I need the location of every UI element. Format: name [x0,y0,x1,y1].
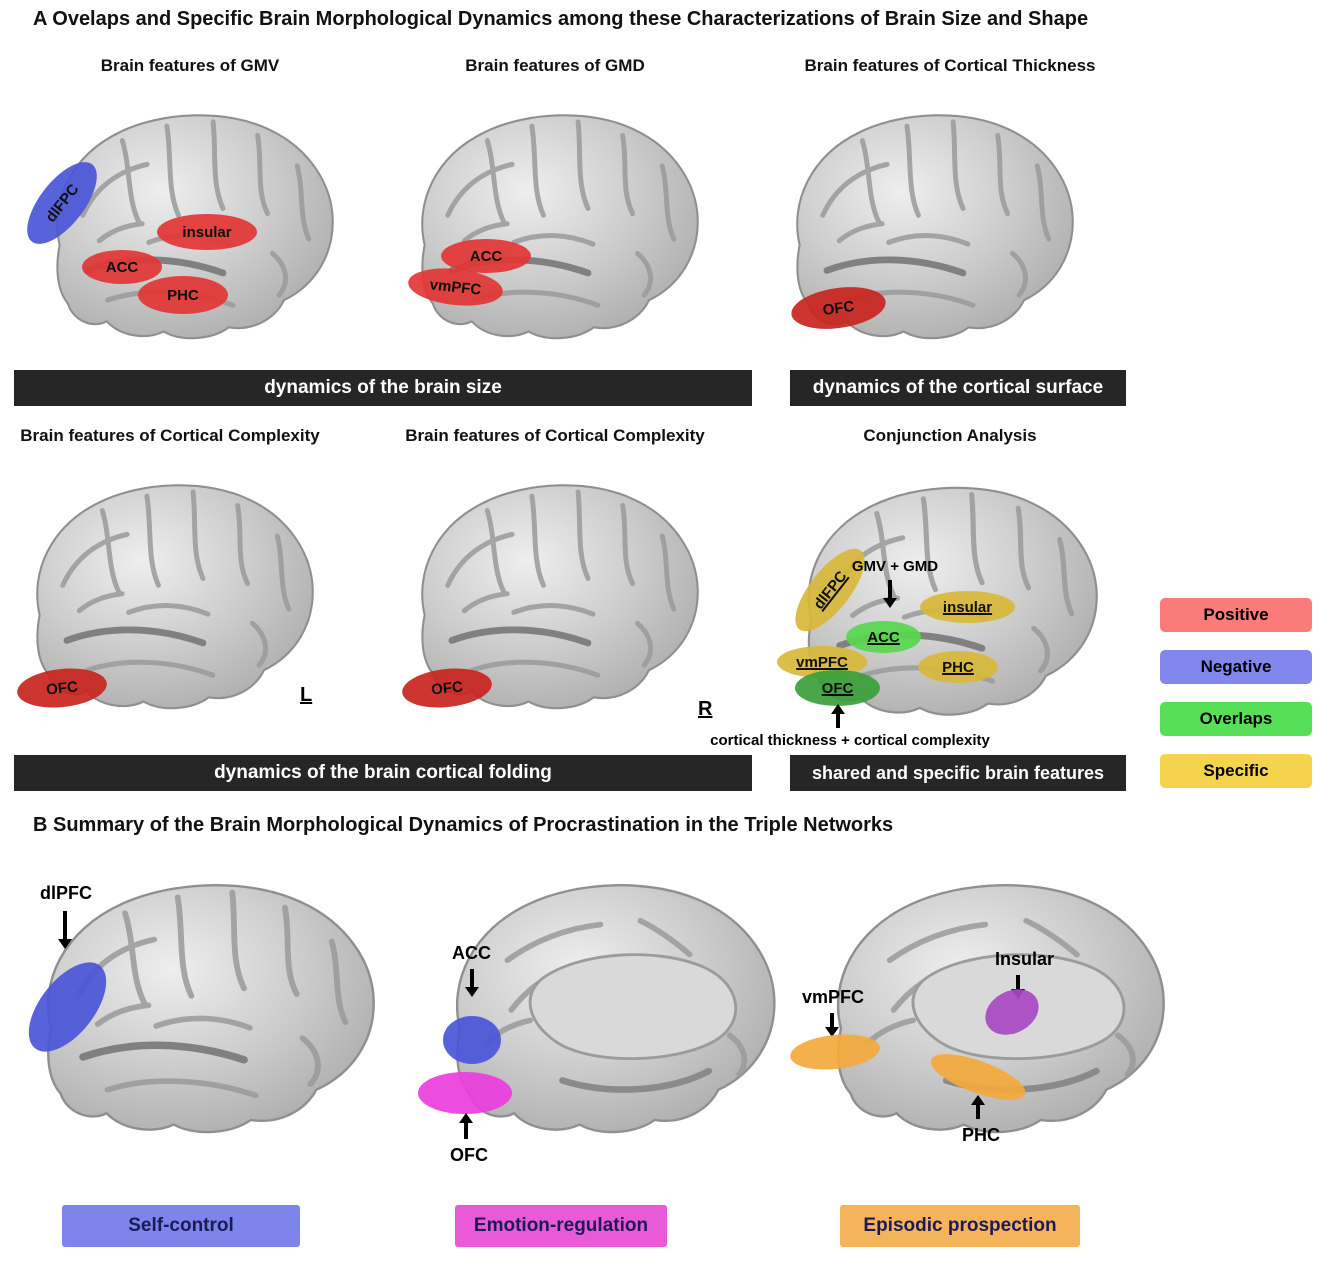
region-ellipse-acc: ACC [846,621,921,653]
arrow-up-icon [836,714,840,728]
legend-item-positive: Positive [1160,598,1312,632]
hemisphere-label-left: L [300,684,313,706]
region-ellipse-acc: ACC [82,250,162,284]
region-label: OFC [430,677,464,699]
region-ellipse-phc: PHC [138,276,228,314]
region-label-insular: Insular [995,949,1055,969]
arrow-down-icon [1016,975,1020,989]
region-label: insular [942,598,993,616]
region-label: ACC [105,258,139,276]
panel-title-complexity-l: Brain features of Cortical Complexity [20,426,320,445]
panel-title-gmv: Brain features of GMV [100,56,280,75]
arrow-down-icon [830,1013,834,1027]
brain-panel-emotion-regulation: ACC OFC [418,855,800,1165]
legend-item-negative: Negative [1160,650,1312,684]
network-box-episodic-prospection: Episodic prospection [840,1205,1080,1247]
panel-title-thickness: Brain features of Cortical Thickness [804,56,1096,75]
region-label-phc: PHC [962,1125,1001,1145]
region-ellipse-acc: ACC [441,239,531,273]
annotation-thickness-complexity: cortical thickness + cortical complexity [710,732,990,749]
region-label: OFC [821,297,856,319]
region-label: PHC [167,286,199,304]
caption-bar-brain-size: dynamics of the brain size [14,370,752,406]
brain-panel-episodic-prospection: vmPFC Insular PHC [788,855,1190,1165]
region-label-acc: ACC [452,943,491,963]
region-ellipse-phc: PHC [918,651,998,683]
panel-title-gmd: Brain features of GMD [465,56,645,75]
brain-panel-conjunction: dlFPC insular ACC vmPFC PHC OFC GMV + GM… [710,460,1120,749]
region-ellipse-acc [443,1016,501,1064]
brain-panel-thickness: OFC [765,88,1095,368]
caption-bar-cortical-surface: dynamics of the cortical surface [790,370,1126,406]
region-ellipse-ofc: OFC [795,670,880,706]
region-label: dlFPC [41,180,83,226]
arrow-down-icon [470,969,474,987]
brain-medial-illustration [420,855,800,1165]
network-box-self-control: Self-control [62,1205,300,1247]
arrow-down-icon [888,580,892,598]
region-label: insular [182,223,232,241]
region-ellipse-ofc [418,1072,512,1114]
region-label: ACC [867,628,900,646]
panel-title-conjunction: Conjunction Analysis [863,426,1037,445]
annotation-gmv-gmd: GMV + GMD [851,558,939,575]
region-label: vmPFC [428,275,483,299]
region-label-vmpfc: vmPFC [802,987,865,1007]
region-label-ofc: OFC [450,1145,488,1165]
region-label-dlpfc: dlPFC [40,883,92,903]
region-ellipse-insular: insular [920,591,1015,623]
brain-panel-gmd: ACC vmPFC [390,88,720,368]
caption-bar-cortical-folding: dynamics of the brain cortical folding [14,755,752,791]
section-a-heading: A Ovelaps and Specific Brain Morphologic… [33,8,1089,30]
caption-bar-shared-specific: shared and specific brain features [790,755,1126,791]
region-label: PHC [942,658,974,676]
section-b-heading: B Summary of the Brain Morphological Dyn… [33,814,894,836]
brain-panel-gmv: dlFPC ACC insular PHC [14,88,355,368]
brain-panel-complexity-right: OFC R [390,458,720,738]
legend-item-specific: Specific [1160,754,1312,788]
region-label: ACC [469,247,503,265]
brain-panel-complexity-left: OFC L [5,458,335,738]
arrow-up-icon [976,1105,980,1119]
brain-lateral-illustration [390,88,720,368]
brain-panel-self-control: dlPFC [10,855,400,1165]
region-label: OFC [45,677,79,699]
arrow-down-icon [63,911,67,939]
region-label: OFC [821,679,854,697]
arrow-up-icon [464,1123,468,1139]
region-ellipse-insular: insular [157,214,257,250]
region-label: vmPFC [796,653,848,671]
network-box-emotion-regulation: Emotion-regulation [455,1205,667,1247]
legend-item-overlaps: Overlaps [1160,702,1312,736]
panel-title-complexity-r: Brain features of Cortical Complexity [405,426,705,445]
hemisphere-label-right: R [698,698,713,720]
